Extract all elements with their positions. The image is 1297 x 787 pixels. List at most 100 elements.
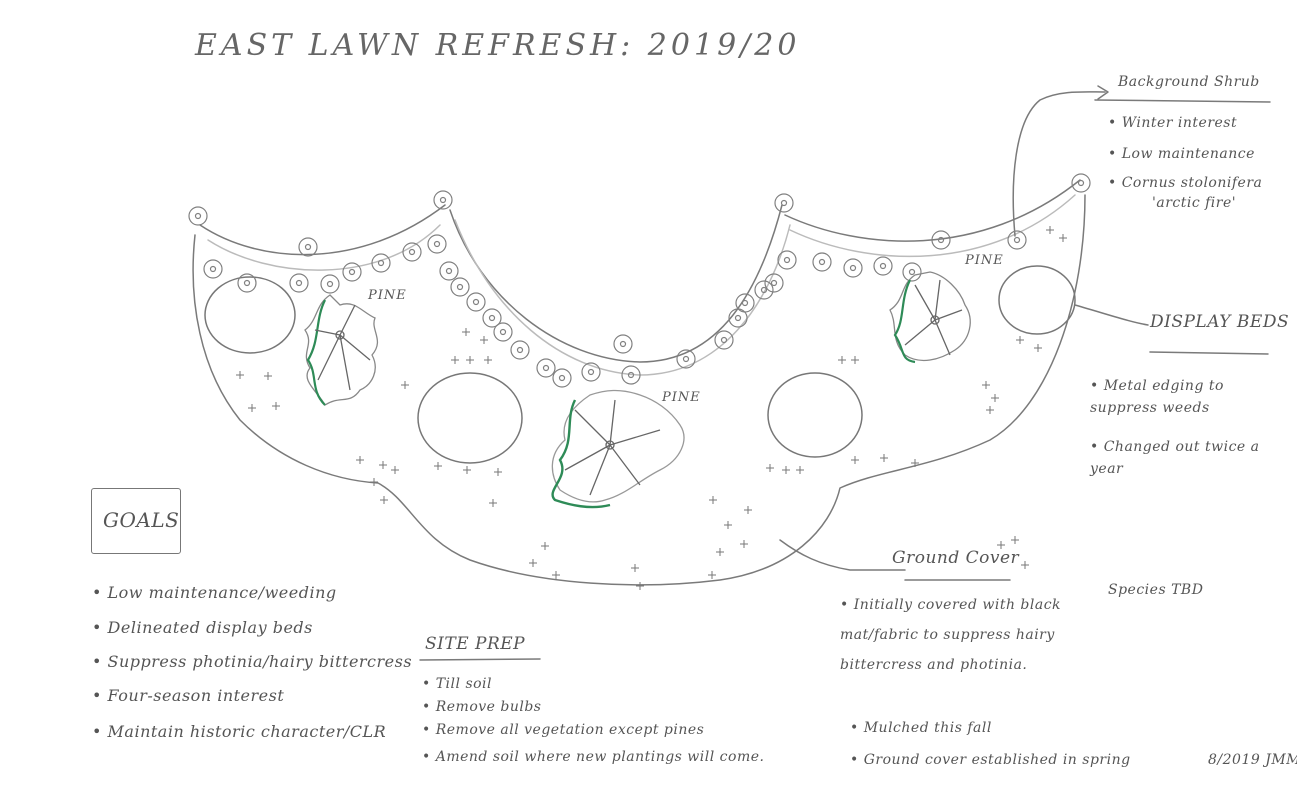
ground-cover-item: • Initially covered with black mat/fabri… [840, 597, 1062, 673]
ground-cover-mark [480, 336, 488, 344]
ground-cover-mark [986, 406, 994, 414]
shrub-center-mark [295, 279, 303, 287]
shrub-center-mark [377, 259, 385, 267]
ground-cover-mark [1011, 536, 1019, 544]
ground-cover-mark [370, 478, 378, 486]
ground-cover-mark [541, 542, 549, 550]
shrub-center-mark [243, 279, 251, 287]
pine-label-left: PINE [368, 288, 407, 303]
shrub-center-mark [780, 199, 788, 207]
site-prep-item: • Remove bulbs [422, 699, 542, 715]
ground-cover-mark [484, 356, 492, 364]
background-shrub-item: • Winter interest [1108, 115, 1238, 131]
goals-item-text: Four-season interest [107, 686, 285, 705]
shrub-mark [188, 206, 208, 226]
shrub-center-mark [818, 258, 826, 266]
display-bed-4 [998, 265, 1076, 335]
shrub-center-mark [627, 371, 635, 379]
site-prep-heading: SITE PREP [425, 634, 526, 654]
ground-cover-mark [740, 540, 748, 548]
shrub-mark [754, 280, 774, 300]
pine-label-center: PINE [662, 390, 701, 405]
shrub-mark [203, 259, 223, 279]
ground-cover-mark [880, 454, 888, 462]
goals-item: • Four-season interest [92, 686, 285, 705]
walk-path-right [784, 179, 1081, 242]
ground-cover-mark [838, 356, 846, 364]
shrub-mark [466, 292, 486, 312]
ground-cover-marks [236, 226, 1067, 590]
ground-cover-mark [391, 466, 399, 474]
goals-heading-box [91, 488, 181, 554]
ground-cover-mark [434, 462, 442, 470]
display-bed-3 [767, 372, 863, 458]
shrub-mark [298, 237, 318, 257]
shrub-center-mark [879, 262, 887, 270]
goals-heading: GOALS [103, 508, 180, 532]
shrub-mark [493, 322, 513, 342]
display-bed-1 [204, 276, 296, 354]
site-prep-item-text: Remove all vegetation except pines [435, 722, 705, 738]
background-shrub-item: • Cornus stolonifera [1108, 175, 1263, 191]
shrub-center-mark [439, 196, 447, 204]
shrub-mark [320, 274, 340, 294]
shrub-center-mark [456, 283, 464, 291]
goals-item: • Delineated display beds [92, 618, 313, 637]
shrub-mark [774, 193, 794, 213]
ground-cover-mark [991, 394, 999, 402]
ground-cover-mark [494, 468, 502, 476]
goals-item-text: Suppress photinia/hairy bittercress [107, 652, 413, 671]
ground-cover-mark [379, 461, 387, 469]
background-shrub-cultivar: 'arctic fire' [1152, 195, 1237, 211]
shrub-mark [427, 234, 447, 254]
pine-tree-3 [889, 271, 971, 364]
background-shrub-leader [1012, 91, 1106, 237]
display-beds-item-text: Changed out twice a year [1090, 439, 1260, 477]
shrub-mark [764, 273, 784, 293]
background-shrub-item-text: Winter interest [1121, 115, 1238, 131]
shrub-center-mark [682, 355, 690, 363]
display-beds-item: • Changed out twice a year [1090, 439, 1260, 477]
ground-cover-mark [851, 356, 859, 364]
shrub-center-mark [760, 286, 768, 294]
shrub-center-mark [849, 264, 857, 272]
plan-title: EAST LAWN REFRESH: 2019/20 [195, 28, 801, 63]
ground-cover-mark [1016, 336, 1024, 344]
ground-cover-mark [380, 496, 388, 504]
shrub-mark [450, 277, 470, 297]
ground-cover-mark [796, 466, 804, 474]
ground-cover-mark [463, 466, 471, 474]
goals-item-text: Maintain historic character/CLR [107, 722, 387, 741]
pine-tree-2 [551, 389, 685, 509]
shrub-mark [371, 253, 391, 273]
shrub-center-mark [734, 314, 742, 322]
walk-path-left [199, 204, 446, 256]
goals-item: • Suppress photinia/hairy bittercress [92, 652, 413, 671]
ground-cover-mark [552, 571, 560, 579]
goals-item: • Maintain historic character/CLR [92, 722, 387, 741]
ground-cover-mark [997, 541, 1005, 549]
shrub-center-mark [1013, 236, 1021, 244]
shrub-mark [621, 365, 641, 385]
shrub-mark [714, 330, 734, 350]
shrub-mark [439, 261, 459, 281]
ground-cover-mark [631, 564, 639, 572]
ground-cover-item-text: Initially covered with black mat/fabric … [840, 597, 1062, 673]
ground-cover-item: • Ground cover established in spring [850, 752, 1131, 768]
shrub-mark [777, 250, 797, 270]
signature-date: 8/2019 JMM [1208, 752, 1297, 768]
site-prep-item: • Amend soil where new plantings will co… [422, 749, 765, 765]
goals-item-text: Low maintenance/weeding [107, 583, 337, 602]
ground-cover-species: Species TBD [1108, 582, 1204, 598]
shrub-mark [902, 262, 922, 282]
ground-cover-mark [272, 402, 280, 410]
shrub-mark [931, 230, 951, 250]
ground-cover-mark [462, 328, 470, 336]
shrub-mark [402, 242, 422, 262]
shrub-center-mark [433, 240, 441, 248]
shrub-center-mark [472, 298, 480, 306]
display-bed-2 [417, 372, 523, 464]
ground-cover-mark [766, 464, 774, 472]
shrub-mark [237, 273, 257, 293]
